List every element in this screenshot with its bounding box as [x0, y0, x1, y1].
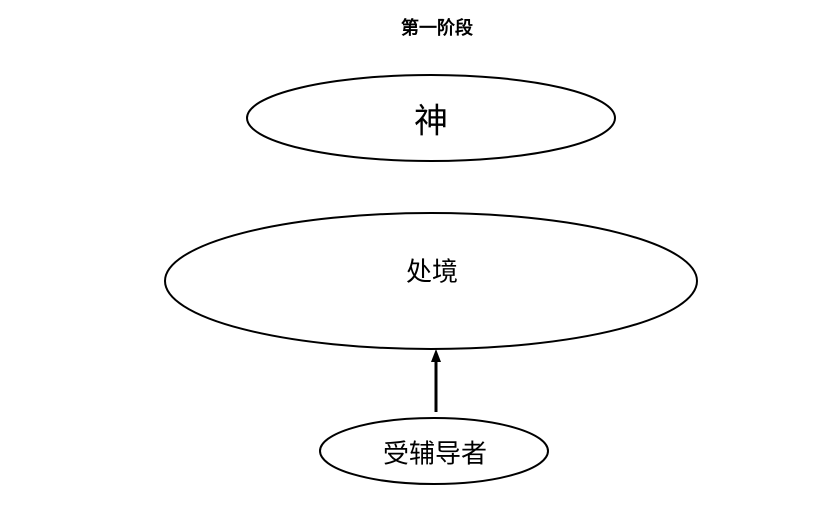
situation-ellipse — [164, 212, 698, 350]
situation-label: 处境 — [405, 257, 459, 288]
counselee-label: 受辅导者 — [382, 439, 488, 470]
diagram-title: 第一阶段 — [401, 18, 473, 39]
counselee-ellipse — [319, 417, 549, 485]
god-ellipse — [246, 74, 616, 162]
arrowhead — [431, 349, 441, 362]
god-label: 神 — [414, 101, 448, 142]
